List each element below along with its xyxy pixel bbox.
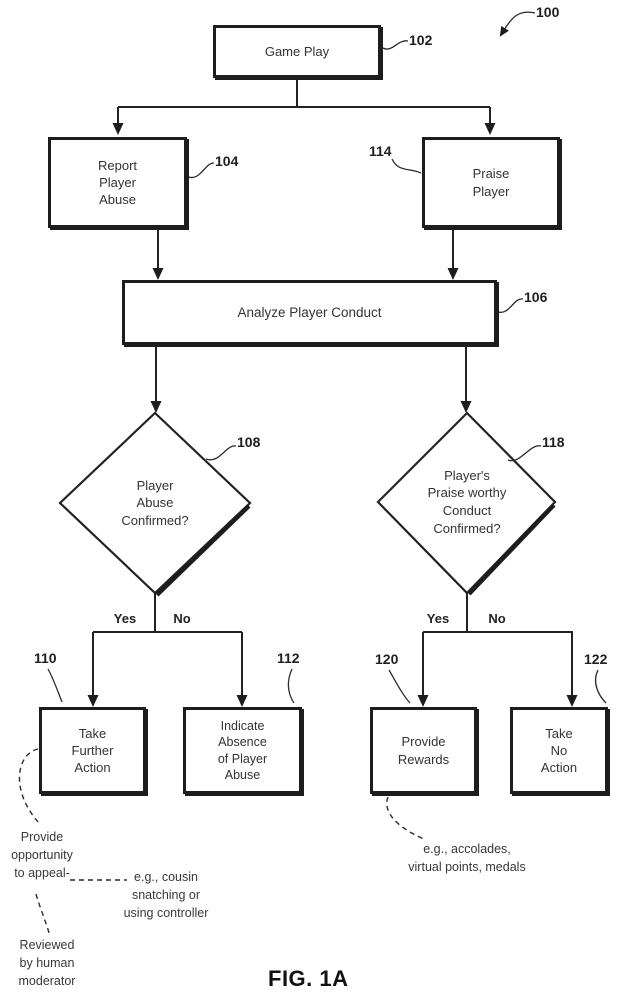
ref-106: 106 [524,289,548,305]
ref-112: 112 [277,650,300,666]
annotation-abuse-examples: e.g., cousin snatching or using controll… [123,870,209,920]
praise-decision-diamond [376,411,557,595]
ref-120: 120 [375,651,399,667]
leader-112 [287,668,295,704]
annotation-reward-examples: e.g., accolades, virtual points, medals [408,842,526,874]
decision-diamonds [58,411,557,597]
ref-102: 102 [409,32,433,48]
ref-leader-lines [47,11,607,704]
abuse-diamond-shadow-edge [155,504,251,597]
branch-label-praise-yes: Yes [426,611,450,626]
node-indicate-absence: Indicate Absence of Player Abuse [183,707,302,794]
node-take-no-action: Take No Action [510,707,608,794]
ref-104: 104 [215,153,239,169]
node-praise-player: Praise Player [422,137,560,228]
branch-label-abuse-yes: Yes [113,611,137,626]
ref-118: 118 [542,434,565,450]
flow-edges [87,78,578,707]
leader-106 [497,298,524,313]
abuse-decision-diamond [58,411,252,595]
leader-114 [391,158,422,174]
dash-rewards-to-example [386,796,425,840]
ref-108: 108 [237,434,261,450]
leader-118 [507,445,542,462]
node-praise-confirmed-question: Player's Praise worthy Conduct Confirmed… [427,467,507,536]
annotation-provide-opportunity-to-appeal: Provide opportunity to appeal- [11,830,73,880]
leader-110 [47,668,63,703]
node-provide-rewards: Provide Rewards [370,707,477,794]
leader-104 [188,162,215,179]
annotation-dashed-lines [18,748,425,937]
node-take-further-action: Take Further Action [39,707,146,794]
branch-label-abuse-no: No [173,611,191,626]
dash-takefurther-to-appeal [18,748,41,825]
leader-102 [382,40,409,50]
leader-100-arrow [499,11,536,37]
ref-114: 114 [369,143,392,159]
ref-122: 122 [584,651,608,667]
figure-caption: FIG. 1A [268,966,349,991]
node-report-player-abuse: Report Player Abuse [48,137,187,228]
leader-122 [594,669,607,704]
node-abuse-confirmed-question: Player Abuse Confirmed? [121,477,189,528]
ref-110: 110 [34,650,57,666]
branch-label-praise-no: No [488,611,506,626]
leader-120 [388,669,411,704]
node-analyze-player-conduct: Analyze Player Conduct [122,280,497,345]
praise-diamond-shadow-edge [467,503,556,596]
leader-108 [205,445,237,461]
dash-appeal-to-moderator [35,893,51,937]
annotation-reviewed-by-moderator: Reviewed by human moderator [18,938,76,988]
ref-100: 100 [536,4,560,20]
node-game-play: Game Play [213,25,381,78]
